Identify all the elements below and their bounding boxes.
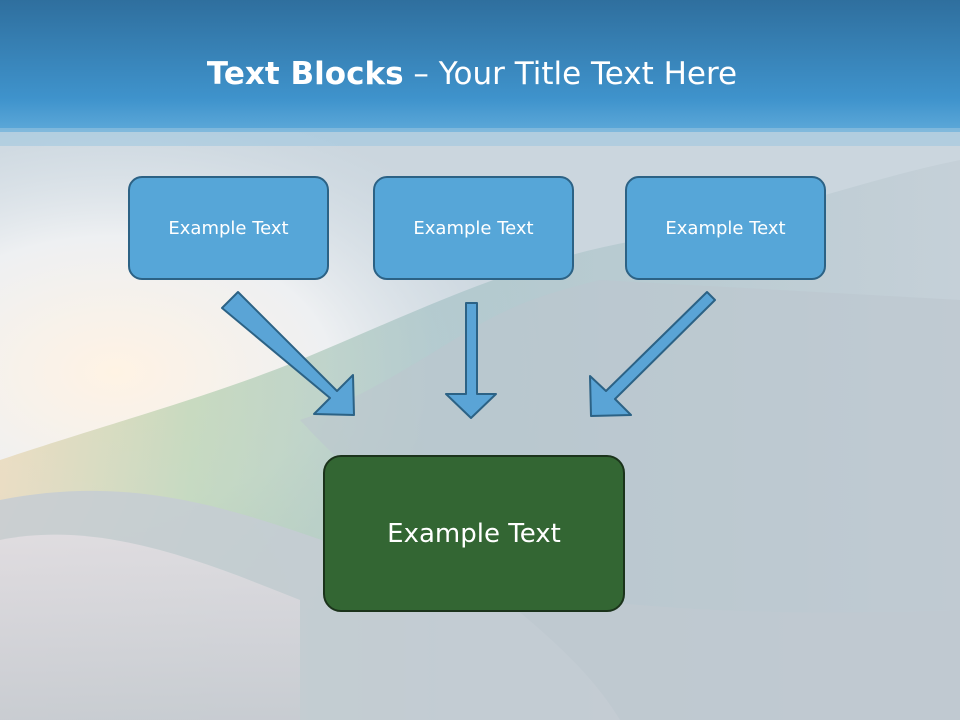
text-block-1[interactable]: Example Text	[128, 176, 329, 280]
text-block-3-label: Example Text	[665, 217, 786, 239]
slide-title: Text Blocks – Your Title Text Here	[0, 52, 944, 96]
arrow-left-diagonal	[221, 291, 355, 416]
title-rest: – Your Title Text Here	[403, 56, 738, 92]
text-block-2-label: Example Text	[413, 217, 534, 239]
result-block-label: Example Text	[387, 518, 561, 549]
text-block-3[interactable]: Example Text	[625, 176, 826, 280]
arrow-center-down	[445, 302, 497, 419]
text-block-2[interactable]: Example Text	[373, 176, 574, 280]
title-bold: Text Blocks	[206, 56, 404, 92]
arrow-right-diagonal	[589, 291, 716, 417]
text-block-1-label: Example Text	[168, 217, 289, 239]
result-block[interactable]: Example Text	[323, 455, 625, 612]
